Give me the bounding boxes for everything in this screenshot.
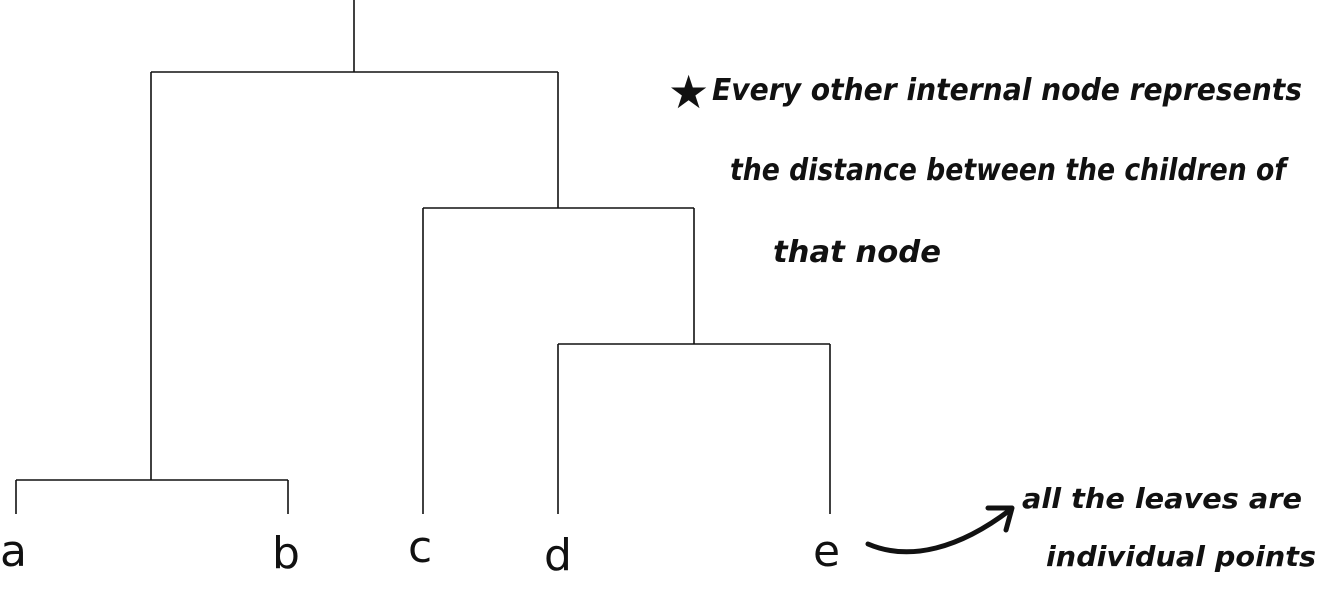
internal-note-line-3: that node (773, 235, 941, 270)
leaf-labels: a b c d e (0, 522, 840, 581)
leaf-label-b: b (272, 528, 300, 579)
leaf-label-d: d (544, 530, 572, 581)
leaf-note: all the leaves are individual points (1022, 482, 1316, 573)
leaf-note-line-2: individual points (1046, 540, 1316, 573)
arrow-icon (865, 505, 1015, 555)
leaf-note-line-1: all the leaves are (1022, 482, 1302, 515)
dendrogram-branches (15, 0, 831, 514)
internal-note-line-1: Every other internal node represents (712, 73, 1302, 108)
leaf-label-a: a (0, 526, 27, 577)
star-icon: ★ (668, 65, 709, 119)
leaf-label-e: e (813, 526, 840, 577)
internal-note-line-2: the distance between the children of (730, 153, 1289, 188)
internal-node-note: ★ Every other internal node represents t… (668, 65, 1302, 270)
leaf-label-c: c (408, 522, 432, 573)
